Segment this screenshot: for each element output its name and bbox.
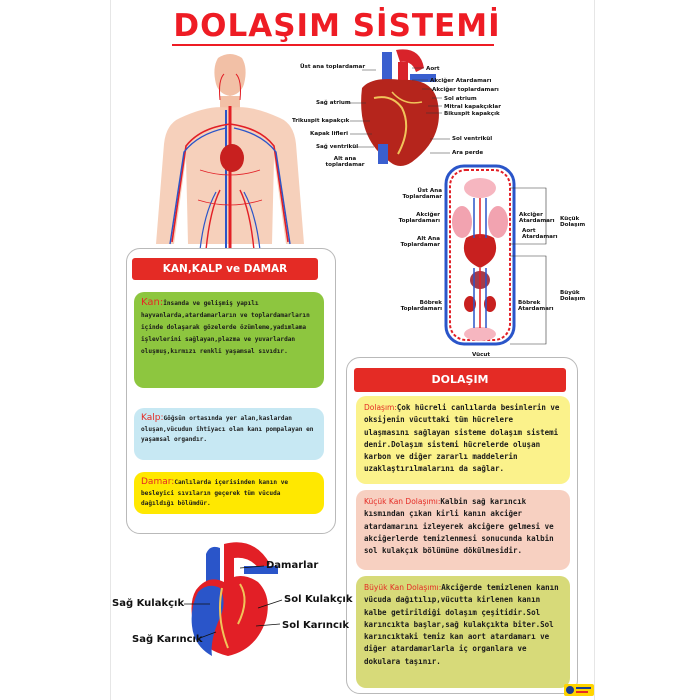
label-mitral: Mitral kapakçıklar — [444, 104, 501, 110]
label-sag-ventrikul: Sağ ventrikül — [316, 144, 359, 150]
label-sol-ventrikul: Sol ventrikül — [452, 136, 493, 142]
circ-bobrek-top: Böbrek Toplardamarı — [400, 300, 442, 312]
circ-buyuk: Büyük Dolaşım — [560, 290, 586, 302]
kucuk-dolasim-heading: Küçük Kan Dolaşımı: — [364, 497, 441, 506]
label-aort: Aort — [426, 66, 440, 72]
buyuk-dolasim-box: Büyük Kan Dolaşımı:Akciğerde temizlenen … — [356, 576, 570, 688]
simple-heart-leaders — [184, 565, 283, 639]
small-heart-sol-kulakcik: Sol Kulakçık — [284, 594, 353, 605]
title-underline — [172, 44, 494, 46]
buyuk-dolasim-text: Akciğerde temizlenen kanın vücuda dağıtı… — [364, 583, 559, 666]
small-heart-sag-karincik: Sağ Karıncık — [132, 634, 203, 645]
label-bikuspit: Bikuspit kapakçık — [444, 111, 500, 117]
label-sag-atrium: Sağ atrium — [316, 100, 351, 106]
label-trikuspit: Trikuspit kapakçık — [292, 118, 350, 124]
kan-heading: Kan: — [141, 297, 164, 308]
damar-heading: Damar: — [141, 477, 175, 487]
label-sol-atrium: Sol atrium — [444, 96, 477, 102]
label-akciger-top: Akciğer toplardamarı — [432, 87, 499, 93]
label-kapak-lifleri: Kapak lifleri — [310, 131, 349, 137]
dolasim-text: Çok hücreli canlılarda besinlerin ve oks… — [364, 403, 560, 474]
kucuk-dolasim-box: Küçük Kan Dolaşımı:Kalbin sağ karıncık k… — [356, 490, 570, 570]
damar-text: Canlılarda içerisinden kanın ve besleyic… — [141, 479, 289, 507]
kalp-text: Göğsün ortasında yer alan,kaslardan oluş… — [141, 415, 314, 443]
circulation-brackets — [510, 187, 547, 345]
poster-title: DOLAŞIM SİSTEMİ — [173, 8, 501, 44]
simple-heart-diagram — [191, 542, 278, 656]
circ-kucuk: Küçük Dolaşım — [560, 216, 586, 228]
damar-definition-box: Damar:Canlılarda içerisinden kanın ve be… — [134, 472, 324, 514]
label-alt-ana: Alt ana toplardamar — [325, 156, 365, 168]
heart-leader-lines — [346, 67, 450, 154]
kucuk-dolasim-text: Kalbin sağ karıncık kısmından çıkan kirl… — [364, 497, 554, 556]
circ-ust-ana: Üst Ana Toplardamar — [402, 188, 442, 200]
circ-akciger-top: Akciğer Toplardamarı — [398, 212, 440, 224]
dolasim-definition-box: Dolaşım:Çok hücreli canlılarda besinleri… — [356, 396, 570, 484]
publisher-logo — [564, 684, 594, 696]
small-heart-sag-kulakcik: Sağ Kulakçık — [112, 598, 185, 609]
blood-heart-vessel-banner: KAN,KALP ve DAMAR — [132, 258, 318, 280]
kalp-definition-box: Kalp:Göğsün ortasında yer alan,kaslardan… — [134, 408, 324, 460]
circ-bobrek-atar: Böbrek Atardamarı — [518, 300, 554, 312]
label-akciger-atar: Akciğer Atardamarı — [430, 78, 492, 84]
kalp-heading: Kalp: — [141, 413, 164, 423]
circulation-diagram — [444, 164, 516, 346]
label-ara-perde: Ara perde — [452, 150, 484, 156]
circ-vucut: Vücut — [471, 352, 491, 358]
circ-aort: Aort Atardamarı — [522, 228, 558, 240]
small-heart-damarlar: Damarlar — [266, 560, 319, 571]
circ-akciger-atar: Akciğer Atardamarı — [519, 212, 555, 224]
kan-definition-box: Kan:İnsanda ve gelişmiş yapılı hayvanlar… — [134, 292, 324, 388]
circulation-banner: DOLAŞIM — [354, 368, 566, 392]
dolasim-heading: Dolaşım: — [364, 403, 397, 412]
label-ust-ana: Üst ana toplardamar — [300, 64, 366, 70]
kan-text: İnsanda ve gelişmiş yapılı hayvanlarda,a… — [141, 300, 310, 355]
human-body-illustration — [156, 54, 304, 250]
small-heart-sol-karincik: Sol Karıncık — [282, 620, 349, 631]
buyuk-dolasim-heading: Büyük Kan Dolaşımı: — [364, 583, 442, 592]
circ-alt-ana: Alt Ana Toplardamar — [400, 236, 440, 248]
